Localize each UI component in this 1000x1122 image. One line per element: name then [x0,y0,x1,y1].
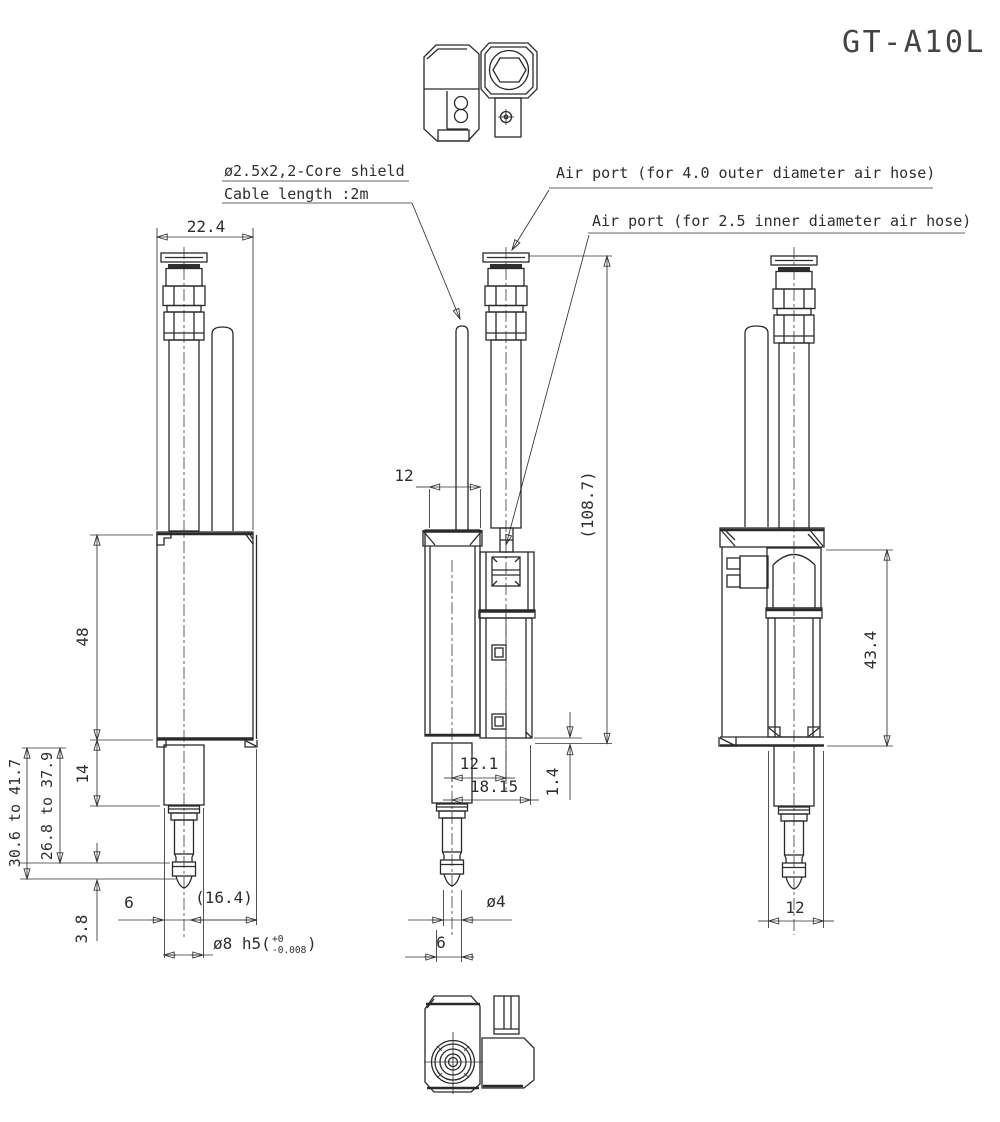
dim-left-shaft-suffix: ) [307,934,317,953]
left-view-dimensions: 22.4 48 14 30.6 to 41.7 26.8 to 37.9 3.8… [6,217,317,958]
bottom-view [424,995,535,1094]
annotation-core-shield: ø2.5x2,2-Core shield [224,162,405,180]
top-view [423,42,538,142]
dim-left-body-height: 48 [73,627,92,646]
dim-right-body-height: 43.4 [861,631,880,670]
dim-left-range-outer: 30.6 to 41.7 [6,759,24,867]
dim-left-depth-ref: (16.4) [195,888,253,907]
right-view [718,247,825,935]
dim-left-range-inner: 26.8 to 37.9 [38,752,56,860]
cable-middle [455,325,469,530]
dim-middle-body-width: 18.15 [470,777,518,796]
drawing-title: GT-A10L [842,25,986,60]
air-port-hex-middle [491,556,521,587]
dim-right-width: 12 [785,898,804,917]
air-port-inner-leader [506,234,590,545]
right-view-dimensions: 43.4 12 [758,550,893,928]
left-view [156,247,258,940]
dim-left-shaft: ø8 h5( +0 -0.008 ) [213,934,317,956]
dim-left-shaft-lower-tol: -0.008 [272,945,307,956]
annotation-cable-length: Cable length :2m [224,185,369,203]
annotations: ø2.5x2,2-Core shield Cable length :2m Ai… [222,162,971,545]
dim-left-tip-travel: 3.8 [72,915,91,944]
dim-left-tip-offset: 6 [124,893,134,912]
dim-left-shaft-prefix: ø8 h5( [213,934,271,953]
air-port-outer-leader [512,189,550,250]
cable-left [211,326,234,531]
cable-right [744,325,769,527]
dim-middle-port-offset: 12.1 [460,754,499,773]
dim-left-width: 22.4 [187,217,226,236]
dim-middle-probe-offset: 6 [436,933,446,952]
middle-view-dimensions: 12 (108.7) 12.1 18.15 1.4 ø4 6 [394,256,612,962]
dim-middle-overall-height: (108.7) [578,471,597,538]
dim-left-spindle-section: 14 [73,764,92,783]
dim-left-shaft-upper-tol: +0 [272,934,284,945]
dim-middle-step: 1.4 [543,768,562,797]
dim-middle-tube-width: 12 [394,466,413,485]
middle-view [422,247,536,935]
annotation-air-port-outer: Air port (for 4.0 outer diameter air hos… [556,164,935,182]
cable-leader-line [411,202,460,319]
dim-middle-probe-diameter: ø4 [486,892,505,911]
annotation-air-port-inner: Air port (for 2.5 inner diameter air hos… [592,212,971,230]
